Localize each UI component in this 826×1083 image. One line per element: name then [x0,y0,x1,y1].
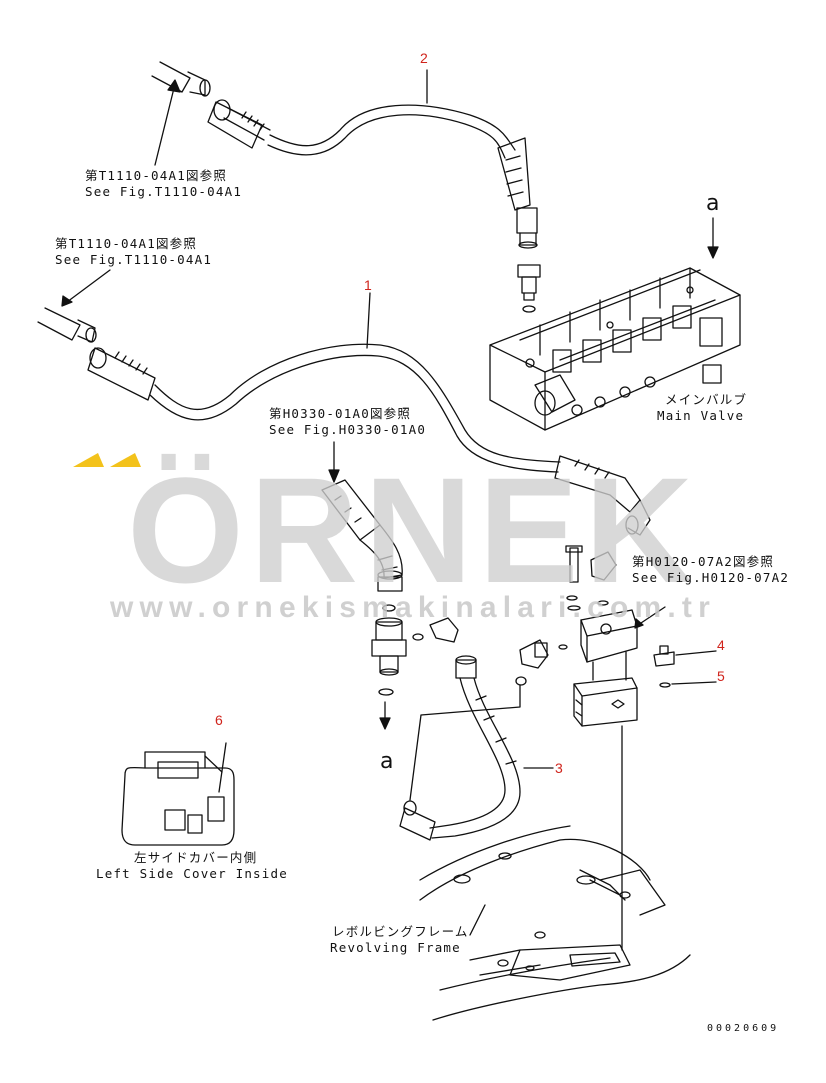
connection-a-top: a [706,191,720,216]
pipe-end-lower [37,307,97,343]
watermark-brand: ÖRNEK [127,446,699,614]
callout-5: 5 [717,668,725,684]
pipe-end-upper [151,61,211,97]
side-cover [121,751,235,846]
watermark-url: www.ornekismakinalari.com.tr [110,591,716,624]
ref-t1110-upper-jp: 第T1110-04A1図参照 [85,168,228,183]
main-valve-en: Main Valve [657,408,745,423]
leader-5 [671,681,717,685]
watermark-dot-right [110,453,141,467]
left-cover-en: Left Side Cover Inside [96,866,288,881]
leader-ref-lower [66,269,111,303]
valve-block [565,545,638,681]
left-cover-jp: 左サイドカバー内側 [134,850,258,865]
arrow-h0120 [637,606,666,626]
callout-1: 1 [364,277,372,293]
leader-6 [218,742,227,793]
callout-4: 4 [717,637,725,653]
ref-h0120-en: See Fig.H0120-07A2 [632,570,790,585]
leader-frame [469,904,486,936]
connection-a-bottom: a [380,749,394,774]
frame-en: Revolving Frame [330,940,461,955]
ref-t1110-lower-jp: 第T1110-04A1図参照 [55,236,198,251]
leader-ref-upper [154,83,176,166]
revolving-frame [419,825,691,1021]
hose-2 [207,99,538,249]
main-valve [489,267,741,431]
ref-t1110-upper-en: See Fig.T1110-04A1 [85,184,243,199]
leader-1 [366,292,371,349]
fitting-stack [371,617,407,696]
ref-h0330-en: See Fig.H0330-01A0 [269,422,427,437]
hose-3 [399,655,527,841]
ref-t1110-lower-en: See Fig.T1110-04A1 [55,252,213,267]
hose-1 [87,343,651,536]
fitting-main-valve [517,264,541,313]
callout-2: 2 [420,50,428,66]
drawing-code: 00020609 [707,1023,780,1034]
leader-4 [675,650,717,656]
watermark-dot-left [73,453,104,467]
callout-3: 3 [555,760,563,776]
main-valve-jp: メインバルブ [665,392,748,407]
ref-h0120-jp: 第H0120-07A2図参照 [632,554,775,569]
elbow-fittings [412,617,568,669]
elbow-hose [321,479,403,612]
mount-bracket [573,645,675,727]
frame-jp: レボルビングフレーム [332,924,469,939]
arrow-a-top-head [707,246,719,259]
callout-6: 6 [215,712,223,728]
ref-h0330-jp: 第H0330-01A0図参照 [269,406,412,421]
